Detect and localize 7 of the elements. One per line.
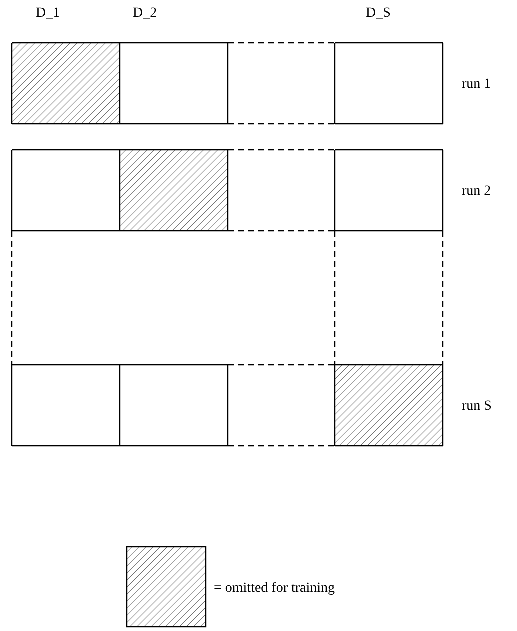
column-label: D_S (366, 6, 391, 22)
row-label: run 1 (462, 77, 492, 93)
column-label: D_2 (133, 6, 158, 22)
legend-label: = omitted for training (214, 581, 336, 597)
column-label: D_1 (36, 6, 60, 22)
row-label: run 2 (462, 184, 492, 200)
row-label: run S (462, 399, 492, 415)
